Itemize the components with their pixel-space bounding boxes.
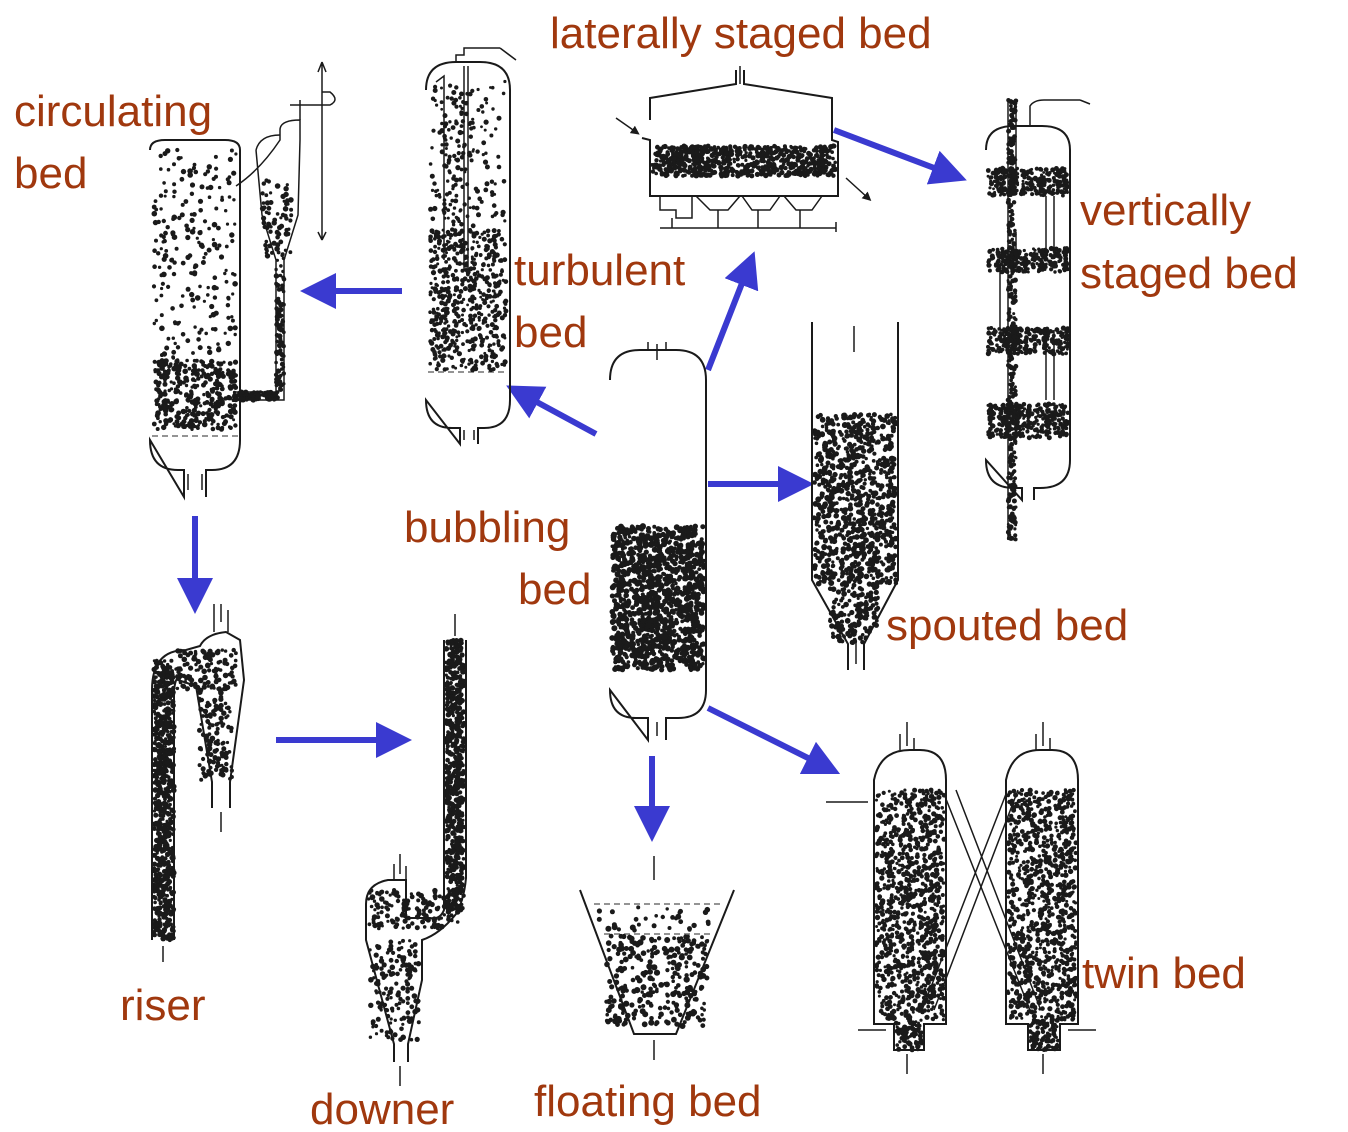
label-riser: riser	[120, 981, 206, 1030]
downer-vessel	[366, 614, 467, 1086]
arrow-bubbling-to-twin	[708, 708, 824, 766]
arrow-laterally-to-vertically	[834, 130, 950, 174]
label-spouted-bed: spouted bed	[886, 601, 1128, 650]
twin-bed-vessel	[826, 722, 1096, 1074]
label-turbulent-bed-line2: bed	[514, 308, 587, 357]
label-downer: downer	[310, 1085, 454, 1132]
floating-bed-vessel	[580, 856, 734, 1060]
transition-arrows	[195, 130, 950, 824]
laterally-staged-bed-vessel	[616, 66, 868, 232]
label-turbulent-bed-line1: turbulent	[514, 246, 685, 295]
label-floating-bed: floating bed	[534, 1077, 762, 1126]
label-twin-bed: twin bed	[1082, 949, 1246, 998]
label-vertically-staged-bed-line1: vertically	[1080, 186, 1251, 235]
label-circulating-bed-line1: circulating	[14, 87, 212, 136]
bubbling-bed-vessel	[609, 342, 706, 740]
riser-vessel	[151, 604, 244, 962]
arrow-bubbling-to-turbulent	[522, 394, 596, 434]
label-bubbling-bed-line1: bubbling	[404, 503, 570, 552]
label-circulating-bed-line2: bed	[14, 149, 87, 198]
arrow-bubbling-to-laterally	[708, 268, 748, 370]
turbulent-bed-vessel	[426, 48, 516, 444]
label-bubbling-bed-line2: bed	[518, 565, 591, 614]
label-laterally-staged-bed: laterally staged bed	[550, 9, 932, 58]
vertically-staged-bed-vessel	[986, 98, 1090, 541]
label-vertically-staged-bed-line2: staged bed	[1080, 249, 1298, 298]
